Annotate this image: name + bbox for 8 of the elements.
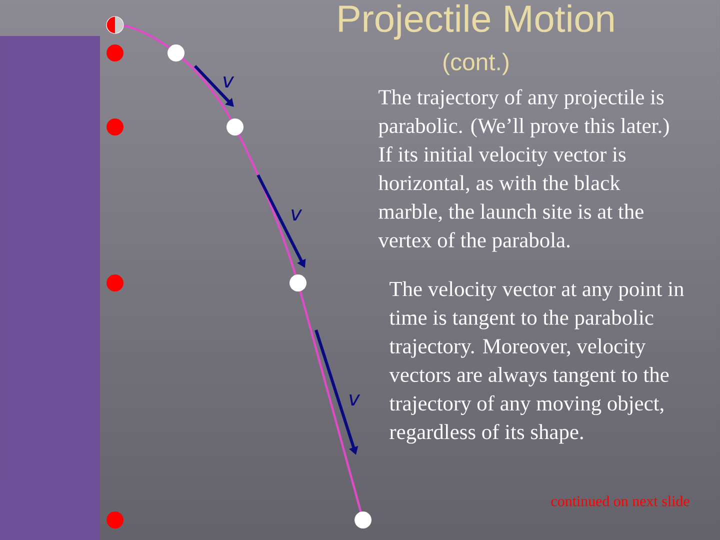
note: continued on next slide [551,496,690,506]
velocity-label: v [350,394,360,406]
velocity-label: v [224,76,234,88]
subtitle: (cont.) [444,52,508,76]
paragraph: The trajectory of any projectile is parabolic. (We’ll prove this later.) If its initial velocity vector is horizontal, as with the black marble, the launch site is at the vertex of the parabola. [378,89,669,252]
paragraph: The velocity vector at any point in time is tangent to the parabolic trajectory. Moreover, velocity vectors are always tangent to the trajectory of any moving object, regardless of its shape. [389,281,684,444]
velocity-label: v [292,210,302,220]
title: Projectile Motion [339,4,614,40]
